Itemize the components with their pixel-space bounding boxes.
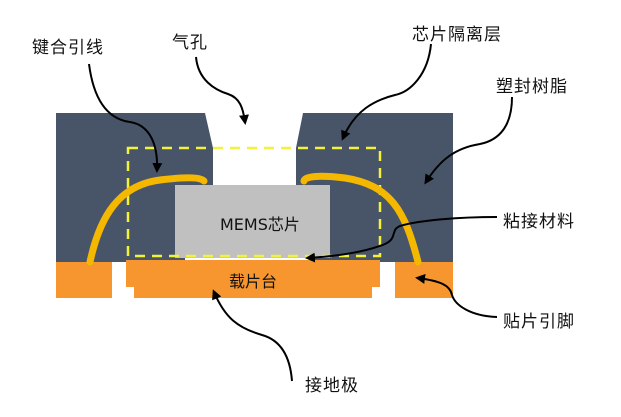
arrow-mold-resin bbox=[424, 96, 513, 185]
left-bond-wire bbox=[86, 174, 208, 266]
arrow-adhesive bbox=[305, 216, 498, 263]
arrow-smd-lead bbox=[415, 273, 498, 318]
label-air-hole: 气孔 bbox=[172, 33, 208, 53]
mems-chip bbox=[175, 185, 330, 258]
label-chip: MEMS芯片 bbox=[220, 215, 300, 234]
adhesive-layer bbox=[185, 258, 315, 260]
label-ground: 接地极 bbox=[305, 376, 359, 396]
label-mold-resin: 塑封树脂 bbox=[496, 77, 568, 97]
label-bond-wire: 键合引线 bbox=[32, 38, 104, 58]
label-die-pad: 载片台 bbox=[229, 272, 278, 291]
arrow-bond-wire bbox=[88, 63, 163, 173]
label-adhesive: 粘接材料 bbox=[503, 212, 575, 232]
arrow-ground bbox=[212, 289, 293, 382]
label-smd-lead: 贴片引脚 bbox=[503, 312, 575, 332]
right-lead bbox=[395, 262, 453, 298]
arrow-chip-isolation bbox=[341, 43, 432, 141]
left-lead bbox=[56, 262, 112, 298]
right-bond-wire bbox=[300, 172, 422, 266]
chip-isolation-layer bbox=[126, 146, 382, 258]
arrow-air-hole bbox=[195, 56, 249, 125]
label-chip-isolation: 芯片隔离层 bbox=[412, 25, 502, 45]
die-pad bbox=[126, 260, 380, 298]
